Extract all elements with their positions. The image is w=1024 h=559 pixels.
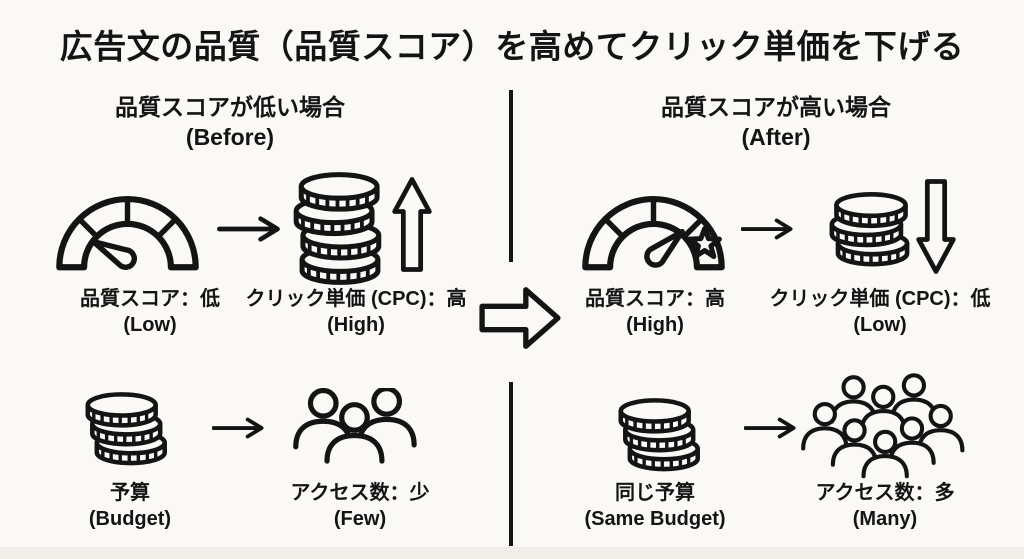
before-score-ja: 品質スコア：低 — [80, 288, 220, 310]
gauge-high-star-icon — [582, 195, 725, 271]
down-block-arrow-icon — [916, 179, 956, 274]
after-cpc-en: (Low) — [853, 313, 907, 336]
page-title: 広告文の品質（品質スコア）を高めてクリック単価を下げる — [59, 28, 965, 65]
after-access-label: アクセス数：多 (Many) — [765, 481, 1005, 532]
before-score-label: 品質スコア：低 (Low) — [30, 287, 270, 338]
right-arrow-icon — [212, 417, 264, 439]
after-budget-label: 同じ予算 (Same Budget) — [535, 481, 775, 532]
before-budget-en: (Budget) — [88, 507, 172, 530]
star-icon — [687, 225, 722, 260]
after-access-en: (Many) — [852, 507, 918, 530]
right-arrow-icon — [741, 218, 793, 240]
before-heading-en: (Before) — [185, 124, 275, 151]
after-score-en: (High) — [626, 313, 684, 336]
before-score-en: (Low) — [123, 313, 177, 336]
before-cpc-en: (High) — [327, 313, 385, 336]
after-budget-en: (Same Budget) — [584, 507, 726, 530]
after-heading-ja: 品質スコアが高い場合 — [661, 94, 891, 120]
big-right-arrow-icon — [479, 287, 561, 349]
center-divider-top — [509, 90, 513, 262]
after-cpc-ja: クリック単価 (CPC)：低 — [769, 288, 991, 310]
before-access-label: アクセス数：少 (Few) — [245, 481, 475, 532]
people-crowd-8-icon — [794, 371, 986, 484]
before-budget-label: 予算 (Budget) — [40, 481, 220, 532]
after-score-label: 品質スコア：高 (High) — [535, 287, 775, 338]
after-access-ja: アクセス数：多 — [815, 482, 955, 504]
before-cpc-ja: クリック単価 (CPC)：高 — [245, 288, 467, 310]
bottom-shadow-band — [0, 547, 1024, 559]
coin-stack-3-icon — [617, 398, 703, 473]
right-arrow-icon — [217, 216, 280, 242]
after-budget-ja: 同じ予算 — [615, 482, 695, 504]
center-divider-bottom — [509, 382, 513, 546]
people-group-3-icon — [292, 388, 434, 464]
coin-stack-3-icon — [84, 392, 170, 467]
after-heading-en: (After) — [741, 124, 811, 151]
gauge-low-icon — [56, 195, 199, 271]
before-access-ja: アクセス数：少 — [290, 482, 430, 504]
before-heading: 品質スコアが低い場合 (Before) — [10, 92, 450, 153]
coin-stack-4-icon — [292, 172, 388, 285]
up-block-arrow-icon — [392, 177, 432, 272]
before-access-en: (Few) — [333, 507, 387, 530]
after-heading: 品質スコアが高い場合 (After) — [556, 92, 996, 153]
coin-stack-3-icon — [828, 192, 914, 268]
right-arrow-icon — [744, 417, 796, 439]
before-budget-ja: 予算 — [110, 482, 150, 504]
after-score-ja: 品質スコア：高 — [585, 288, 725, 310]
after-cpc-label: クリック単価 (CPC)：低 (Low) — [752, 287, 1008, 338]
before-heading-ja: 品質スコアが低い場合 — [115, 94, 345, 120]
before-cpc-label: クリック単価 (CPC)：高 (High) — [228, 287, 484, 338]
